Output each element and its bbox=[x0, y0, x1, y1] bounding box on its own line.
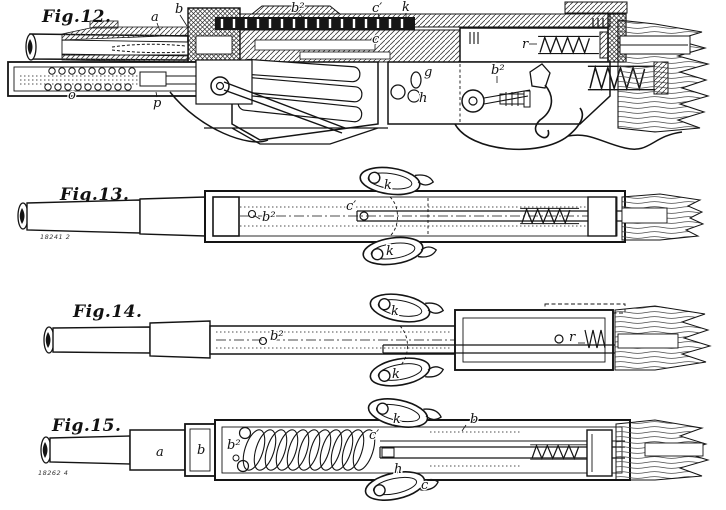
label-k: k bbox=[402, 0, 410, 15]
firing-pin-rod bbox=[382, 344, 615, 354]
label-b2: b² bbox=[270, 329, 284, 344]
chambered-bullet bbox=[111, 43, 186, 54]
label-c: c bbox=[372, 32, 380, 47]
sear-cam bbox=[410, 71, 422, 89]
barrel bbox=[26, 199, 141, 234]
figure-13-title: Fig.13. bbox=[59, 185, 129, 205]
label-c-prime: c′ bbox=[369, 428, 379, 443]
figure-15-title: Fig.15. bbox=[51, 416, 121, 436]
label-k-bottom: k bbox=[386, 244, 394, 259]
label-b: b bbox=[175, 2, 183, 17]
label-b-right: b bbox=[470, 412, 478, 427]
carrier-pivot-icon bbox=[210, 76, 230, 96]
label-k-top: k bbox=[384, 178, 392, 193]
barrel bbox=[52, 326, 151, 354]
label-h: h bbox=[394, 462, 402, 477]
receiver-tube bbox=[204, 190, 626, 243]
cartridge-carrier bbox=[169, 58, 388, 145]
label-k-top: k bbox=[393, 412, 401, 427]
magazine-spring bbox=[20, 67, 140, 91]
receiver-tube bbox=[454, 309, 614, 371]
sight-base bbox=[89, 20, 119, 29]
figure-14-title: Fig.14. bbox=[72, 302, 142, 322]
plate-mark: 18241 2 bbox=[40, 233, 70, 241]
label-p: p bbox=[153, 96, 162, 111]
label-b2-mid: b² bbox=[491, 63, 505, 78]
label-o: o bbox=[68, 88, 76, 103]
screw-head-icon bbox=[232, 454, 240, 462]
hammer-spur bbox=[529, 63, 551, 89]
label-h: h bbox=[419, 91, 427, 106]
label-r: r bbox=[569, 330, 576, 345]
label-b2-top: b² bbox=[291, 1, 305, 16]
muzzle-icon bbox=[25, 33, 37, 61]
barrel-collar bbox=[129, 429, 186, 471]
label-g: g bbox=[424, 65, 432, 80]
figure-12: Fig.12. bbox=[7, 0, 711, 151]
main-coil-spring bbox=[236, 426, 376, 473]
label-b2: b² bbox=[262, 210, 276, 225]
figure-13: Fig.13. 18241 2 b² c′ k k bbox=[17, 163, 705, 269]
grip-underside bbox=[567, 131, 683, 150]
centerline-dotted bbox=[240, 206, 617, 227]
screw-head-icon bbox=[247, 209, 257, 219]
plate-mark: 18262 4 bbox=[38, 469, 68, 477]
trigger-guard bbox=[454, 107, 584, 151]
butt-section bbox=[586, 19, 711, 133]
figure-15: Fig.15. 18262 4 bbox=[38, 393, 710, 506]
label-k-top: k bbox=[391, 304, 399, 319]
label-b2: b² bbox=[227, 438, 241, 453]
magazine-tube bbox=[7, 61, 205, 97]
label-c-prime: c′ bbox=[372, 1, 382, 16]
magazine-follower bbox=[139, 71, 167, 87]
return-spring bbox=[584, 329, 606, 349]
label-a: a bbox=[156, 445, 164, 460]
carrier-lever bbox=[223, 81, 346, 134]
figure-14: Fig.14. b² k k r bbox=[43, 289, 712, 391]
hammer-pivot-icon bbox=[461, 89, 485, 113]
firing-pin-rod bbox=[356, 210, 625, 222]
screw-head-icon bbox=[258, 336, 268, 346]
label-a: a bbox=[151, 10, 159, 25]
firing-pin-rod bbox=[379, 446, 625, 459]
sling-lug-bottom bbox=[367, 350, 446, 391]
label-r: r bbox=[522, 37, 529, 52]
label-c: c bbox=[421, 478, 429, 493]
breech-block bbox=[212, 196, 240, 237]
sling-lug-top bbox=[367, 289, 446, 330]
label-k-bottom: k bbox=[392, 367, 400, 382]
barrel bbox=[49, 435, 131, 465]
label-c-prime: c′ bbox=[346, 199, 356, 214]
label-b-left: b bbox=[197, 443, 205, 458]
barrel-section bbox=[25, 20, 189, 63]
trigger-group bbox=[387, 61, 683, 151]
trigger bbox=[534, 84, 553, 139]
